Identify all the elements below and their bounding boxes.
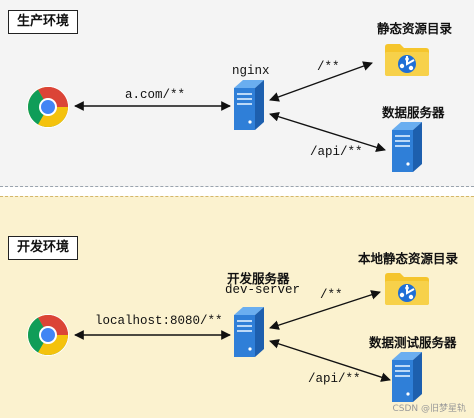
watermark: CSDN @旧梦星轨 — [392, 404, 466, 414]
prod-client-url-label: a.com/** — [125, 88, 186, 102]
dev-client-url-label: localhost:8080/** — [95, 314, 223, 328]
prod-static-dir-label: 静态资源目录 — [377, 21, 453, 36]
server-icon — [392, 352, 422, 402]
env-label-development: 开发环境 — [8, 236, 79, 260]
dev-proxy-name-line1: 开发服务器 — [227, 271, 290, 286]
env-label-production: 生产环境 — [8, 10, 79, 34]
server-icon — [234, 307, 264, 357]
dev-arrow-proxy-data — [269, 339, 391, 382]
server-icon — [234, 80, 264, 130]
chrome-browser-icon — [26, 313, 70, 357]
folder-icon — [384, 272, 430, 306]
prod-data-server-label: 数据服务器 — [382, 105, 445, 120]
chrome-browser-icon — [26, 85, 70, 129]
prod-arrow-proxy-data — [269, 111, 386, 153]
folder-icon — [384, 43, 430, 77]
dev-static-dir-label: 本地静态资源目录 — [358, 251, 459, 266]
dev-arrow-proxy-static — [269, 290, 381, 330]
server-icon — [392, 122, 422, 172]
prod-arrow-proxy-static — [269, 61, 373, 102]
prod-proxy-name: nginx — [232, 64, 270, 78]
